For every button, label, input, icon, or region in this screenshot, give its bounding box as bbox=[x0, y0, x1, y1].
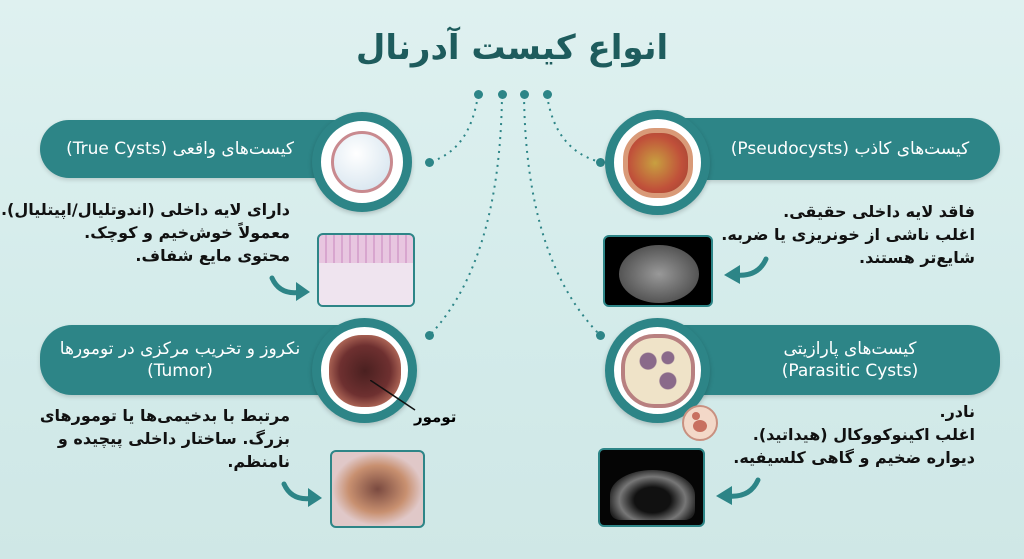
desc-line: معمولاً خوش‌خیم و کوچک. bbox=[84, 223, 290, 242]
desc-line: شایع‌تر هستند. bbox=[859, 248, 975, 267]
true-cysts-description: دارای لایه داخلی (اندوتلیال/اپیتلیال). م… bbox=[1, 198, 290, 267]
true-cyst-icon bbox=[312, 112, 412, 212]
heading-line: (Parasitic Cysts) bbox=[781, 361, 919, 381]
connector-dot bbox=[520, 90, 529, 99]
arrow-icon bbox=[281, 481, 322, 507]
arrow-icon bbox=[716, 477, 761, 505]
pathology-image bbox=[330, 450, 425, 528]
desc-line: اغلب ناشی از خونریزی یا ضربه. bbox=[721, 225, 975, 244]
tumor-icon bbox=[312, 318, 417, 423]
connector-dot bbox=[596, 158, 605, 167]
connector-dot bbox=[425, 331, 434, 340]
desc-line: بزرگ. ساختار داخلی پیچیده و bbox=[57, 429, 290, 448]
desc-line: مرتبط با بدخیمی‌ها یا تومورهای bbox=[39, 406, 290, 425]
heading-line: کیست‌های پارازیتی bbox=[783, 338, 917, 359]
desc-line: دیواره ضخیم و گاهی کلسیفیه. bbox=[733, 448, 975, 467]
desc-line: فاقد لایه داخلی حقیقی. bbox=[783, 202, 975, 221]
pseudocysts-description: فاقد لایه داخلی حقیقی. اغلب ناشی از خونر… bbox=[721, 200, 975, 269]
arrow-icon bbox=[724, 256, 769, 284]
heading-line: (Tumor) bbox=[147, 361, 213, 381]
histology-image bbox=[317, 233, 415, 307]
connector-dot bbox=[425, 158, 434, 167]
tumor-description: مرتبط با بدخیمی‌ها یا تومورهای بزرگ. ساخ… bbox=[40, 404, 290, 473]
parasite-icon bbox=[682, 405, 718, 441]
arrow-icon bbox=[269, 275, 310, 301]
desc-line: نامنظم. bbox=[227, 452, 290, 471]
connector-dot bbox=[498, 90, 507, 99]
page-title: انواع کیست آدرنال bbox=[355, 28, 669, 68]
desc-line: اغلب اکینوکووکال (هیداتید). bbox=[752, 425, 975, 444]
desc-line: دارای لایه داخلی (اندوتلیال/اپیتلیال). bbox=[0, 200, 290, 219]
ct-scan-image bbox=[603, 235, 713, 307]
tumor-callout-label: تومور bbox=[414, 408, 457, 426]
desc-line: محتوی مایع شفاف. bbox=[135, 246, 290, 265]
ultrasound-image bbox=[598, 448, 705, 527]
connector-dot bbox=[543, 90, 552, 99]
pseudocyst-icon bbox=[605, 110, 710, 215]
connector-dot bbox=[596, 331, 605, 340]
connector-dot bbox=[474, 90, 483, 99]
heading-line: نکروز و تخریب مرکزی در تومورها bbox=[59, 338, 301, 359]
callout-line bbox=[370, 380, 416, 411]
parasitic-description: نادر. اغلب اکینوکووکال (هیداتید). دیواره… bbox=[733, 400, 975, 469]
desc-line: نادر. bbox=[939, 402, 975, 421]
